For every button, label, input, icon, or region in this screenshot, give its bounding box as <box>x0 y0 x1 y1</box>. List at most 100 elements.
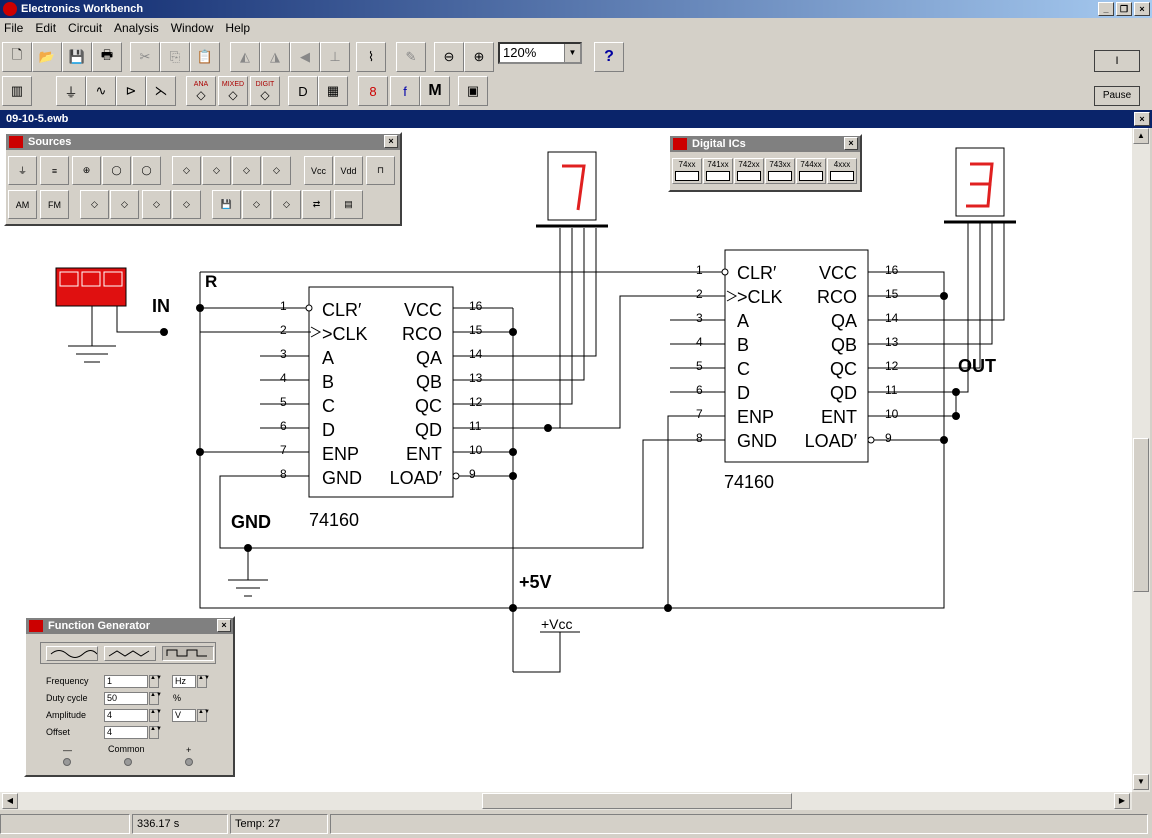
maximize-button[interactable]: ❐ <box>1116 2 1132 16</box>
indicators-bin-icon[interactable]: 8 <box>358 76 388 106</box>
controlled-source-icon[interactable]: ◇ <box>232 156 261 185</box>
instruments-bin-icon[interactable]: ▣ <box>458 76 488 106</box>
digital-bin-icon[interactable]: ▦ <box>318 76 348 106</box>
help-icon[interactable]: ? <box>594 42 624 72</box>
scroll-right-icon[interactable]: ▶ <box>1114 793 1130 809</box>
digital-ics-bin[interactable]: DIGIT◇ <box>250 76 280 106</box>
controls-bin-icon[interactable]: f <box>390 76 420 106</box>
amplitude-unit-spinner[interactable]: ▲▼ <box>197 709 210 722</box>
circuit-canvas[interactable]: R IN GND +5V OUT +Vcc 74160 CLR′ >CLK A … <box>0 128 1132 792</box>
common-terminal[interactable] <box>124 758 132 766</box>
schematic[interactable] <box>0 128 1132 792</box>
ic-4xxx[interactable]: 4xxx <box>827 158 857 184</box>
diodes-bin-icon[interactable]: ⊳ <box>116 76 146 106</box>
open-folder-icon[interactable]: 📂 <box>32 42 62 72</box>
duty-cycle-input[interactable]: 50 <box>104 692 148 705</box>
ic-743xx[interactable]: 743xx <box>765 158 795 184</box>
menu-analysis[interactable]: Analysis <box>114 21 159 35</box>
menu-help[interactable]: Help <box>225 21 251 35</box>
ic-74xx[interactable]: 74xx <box>672 158 702 184</box>
square-wave-button[interactable] <box>162 646 214 661</box>
fm-source[interactable]: FM <box>40 190 69 219</box>
zoom-out-icon[interactable]: ⊖ <box>434 42 464 72</box>
amplitude-input[interactable]: 4 <box>104 709 148 722</box>
basic-bin-icon[interactable]: ∿ <box>86 76 116 106</box>
ic-741xx[interactable]: 741xx <box>703 158 733 184</box>
horizontal-scroll-thumb[interactable] <box>482 793 792 809</box>
am-source[interactable]: AM <box>8 190 37 219</box>
sine-wave-button[interactable] <box>46 646 98 661</box>
function-generator-panel[interactable]: Function Generator× Frequency 1 ▲▼ Hz ▲▼… <box>24 616 235 777</box>
frequency-spinner[interactable]: ▲▼ <box>149 675 162 688</box>
frequency-unit-spinner[interactable]: ▲▼ <box>197 675 210 688</box>
chevron-down-icon[interactable]: ▼ <box>564 44 580 62</box>
ac-current-source-icon[interactable]: ◯ <box>132 156 161 185</box>
ic-744xx[interactable]: 744xx <box>796 158 826 184</box>
scroll-down-icon[interactable]: ▼ <box>1133 774 1149 790</box>
horizontal-scrollbar[interactable]: ◀ ▶ <box>0 792 1132 810</box>
flip-horizontal-icon[interactable]: ◮ <box>260 42 290 72</box>
parts-bin-icon[interactable]: ▥ <box>2 76 32 106</box>
rotate-icon[interactable]: ◭ <box>230 42 260 72</box>
frequency-unit-select[interactable]: Hz <box>172 675 196 688</box>
pulse-source-icon[interactable]: ◇ <box>142 190 171 219</box>
plus-terminal[interactable] <box>185 758 193 766</box>
nonlinear-source-icon[interactable]: ◇ <box>172 190 201 219</box>
graph-icon[interactable]: ⌇ <box>356 42 386 72</box>
scroll-left-icon[interactable]: ◀ <box>2 793 18 809</box>
new-file-icon[interactable]: 🗋 <box>2 42 32 72</box>
menu-file[interactable]: File <box>4 21 24 35</box>
pwl-voltage-icon[interactable]: ◇ <box>242 190 271 219</box>
digital-ics-palette[interactable]: Digital ICs× 74xx 741xx 742xx 743xx 744x… <box>668 134 862 192</box>
zoom-in-icon[interactable]: ⊕ <box>464 42 494 72</box>
amplitude-unit-select[interactable]: V <box>172 709 196 722</box>
save-icon[interactable]: 💾 <box>62 42 92 72</box>
zoom-select[interactable]: 120%▼ <box>498 42 582 64</box>
mixed-ics-bin[interactable]: MIXED◇ <box>218 76 248 106</box>
print-icon[interactable]: 🖶 <box>92 42 122 72</box>
vcc-source[interactable]: Vcc <box>304 156 333 185</box>
copy-icon[interactable]: ⎘ <box>160 42 190 72</box>
duty-cycle-spinner[interactable]: ▲▼ <box>149 692 162 705</box>
analog-ics-bin[interactable]: ANA◇ <box>186 76 216 106</box>
controlled-source-icon[interactable]: ◇ <box>172 156 201 185</box>
frequency-input[interactable]: 1 <box>104 675 148 688</box>
ac-voltage-source-icon[interactable]: ◯ <box>102 156 131 185</box>
component-properties-icon[interactable]: ✎ <box>396 42 426 72</box>
close-button[interactable]: × <box>1134 2 1150 16</box>
ground-icon[interactable]: ⏚ <box>8 156 37 185</box>
offset-spinner[interactable]: ▲▼ <box>149 726 162 739</box>
scroll-up-icon[interactable]: ▲ <box>1133 128 1149 144</box>
clock-source-icon[interactable]: ⊓ <box>366 156 395 185</box>
controlled-source-icon[interactable]: ◇ <box>262 156 291 185</box>
pwl-source-icon[interactable]: ◇ <box>110 190 139 219</box>
cut-icon[interactable]: ✂ <box>130 42 160 72</box>
menu-edit[interactable]: Edit <box>35 21 57 35</box>
ic-742xx[interactable]: 742xx <box>734 158 764 184</box>
pause-button[interactable]: Pause <box>1094 86 1140 106</box>
minimize-button[interactable]: _ <box>1098 2 1114 16</box>
minus-terminal[interactable] <box>63 758 71 766</box>
sources-palette[interactable]: Sources× ⏚ ≡ ⊕ ◯ ◯ ◇ ◇ ◇ ◇ Vcc Vdd ⊓ AM … <box>4 132 402 226</box>
flip-vertical-icon[interactable]: ◀ <box>290 42 320 72</box>
vertical-scrollbar[interactable]: ▲ ▼ <box>1132 128 1150 792</box>
menu-circuit[interactable]: Circuit <box>68 21 103 35</box>
switch-icon[interactable]: ⇄ <box>302 190 331 219</box>
subcircuit-icon[interactable]: ⊥ <box>320 42 350 72</box>
battery-icon[interactable]: ≡ <box>40 156 69 185</box>
vdd-source[interactable]: Vdd <box>334 156 363 185</box>
menu-window[interactable]: Window <box>170 21 214 35</box>
transistors-bin-icon[interactable]: ⋋ <box>146 76 176 106</box>
misc-bin[interactable]: M <box>420 76 450 106</box>
fsk-source-icon[interactable]: ◇ <box>80 190 109 219</box>
dc-current-source-icon[interactable]: ⊕ <box>72 156 101 185</box>
function-generator-close-button[interactable]: × <box>217 619 231 632</box>
fsk-icon[interactable]: ◇ <box>272 190 301 219</box>
amplitude-spinner[interactable]: ▲▼ <box>149 709 162 722</box>
offset-input[interactable]: 4 <box>104 726 148 739</box>
sources-close-button[interactable]: × <box>384 135 398 148</box>
triangle-wave-button[interactable] <box>104 646 156 661</box>
digital-ics-close-button[interactable]: × <box>844 137 858 150</box>
controlled-source-icon[interactable]: ◇ <box>202 156 231 185</box>
logic-gates-bin-icon[interactable]: D <box>288 76 318 106</box>
